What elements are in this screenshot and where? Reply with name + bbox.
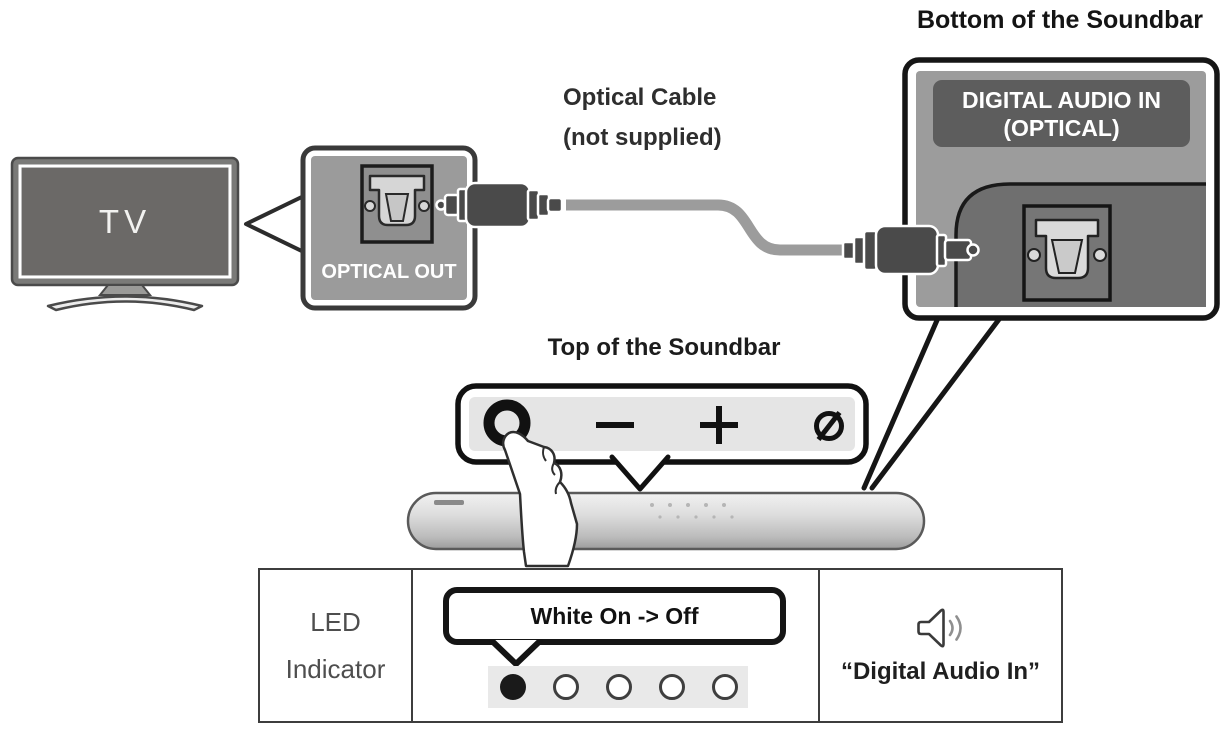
tv-screen-label: TV <box>98 202 152 240</box>
led-indicator-label-line1: LED <box>310 606 361 637</box>
soundbar-top-callout <box>455 383 869 492</box>
led-off <box>553 674 579 700</box>
voice-prompt-cell: “Digital Audio In” <box>820 570 1061 721</box>
optical-out-port-icon <box>360 164 434 244</box>
optical-cable-caption: Optical Cable (not supplied) <box>563 78 722 158</box>
volume-up-icon <box>700 406 738 444</box>
soundbar-illustration <box>406 491 926 551</box>
soundbar-top-callout-tail <box>612 456 668 489</box>
digital-audio-in-label-line2: (OPTICAL) <box>1003 114 1120 141</box>
digital-audio-in-port-icon <box>1022 204 1112 302</box>
digital-audio-in-port-label: DIGITAL AUDIO IN (OPTICAL) <box>933 80 1190 147</box>
led-state-cell: White On -> Off <box>413 570 820 721</box>
tv-callout-pointer <box>244 191 312 257</box>
bottom-of-soundbar-heading: Bottom of the Soundbar <box>916 6 1204 34</box>
mic-on-off-icon <box>814 410 844 442</box>
led-state-bubble-tail <box>489 639 543 667</box>
voice-prompt-text: “Digital Audio In” <box>840 658 1041 685</box>
soundbar-logo <box>434 500 464 505</box>
optical-cable-caption-line2: (not supplied) <box>563 124 722 151</box>
optical-cable-caption-line1: Optical Cable <box>563 84 717 111</box>
top-of-soundbar-heading: Top of the Soundbar <box>547 334 781 361</box>
optical-plug-soundbar-end <box>841 224 980 276</box>
optical-cable <box>566 199 846 256</box>
tv-illustration <box>10 156 240 312</box>
led-strip <box>488 666 748 708</box>
led-indicator-header-cell: LED Indicator <box>260 570 413 721</box>
optical-out-port-label: OPTICAL OUT <box>321 261 457 283</box>
pointing-hand-icon <box>501 430 579 568</box>
led-off <box>606 674 632 700</box>
led-off <box>659 674 685 700</box>
tv-optical-out-callout <box>300 145 478 311</box>
optical-plug-tv-end <box>435 181 564 229</box>
speaker-sound-icon <box>916 608 962 648</box>
tv-stand <box>46 284 204 312</box>
digital-audio-in-label-line1: DIGITAL AUDIO IN <box>962 86 1161 113</box>
led-off <box>712 674 738 700</box>
led-status-table: LED Indicator White On -> Off “Digital A… <box>258 568 1063 723</box>
led-indicator-label-line2: Indicator <box>285 653 386 684</box>
soundbar-top-buttons-faint <box>650 503 734 519</box>
led-on <box>500 674 526 700</box>
soundbar-bottom-callout-tail <box>861 315 1003 491</box>
led-state-bubble: White On -> Off <box>443 587 786 645</box>
